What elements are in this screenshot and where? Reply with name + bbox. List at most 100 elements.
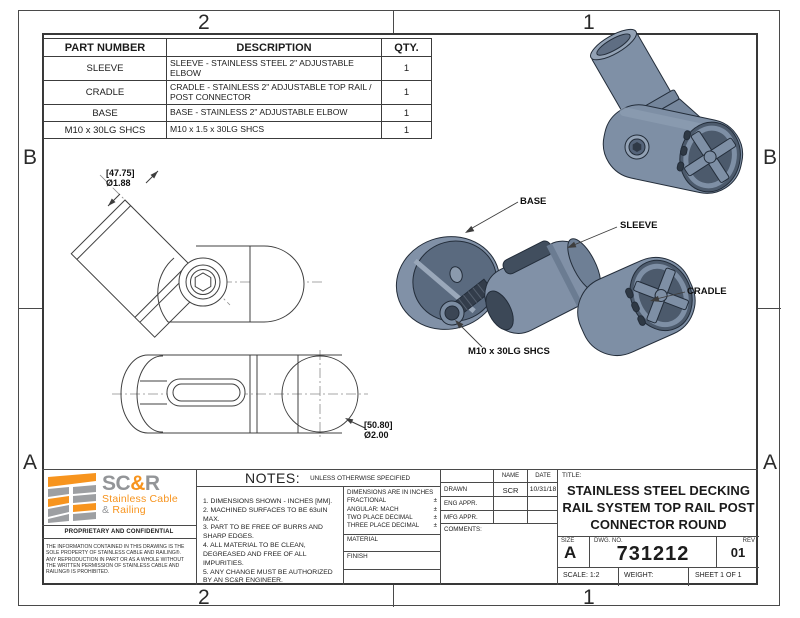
tolerance-row: ANGULAR: MACH ± xyxy=(344,506,441,514)
logo-subtitle-amp: & xyxy=(102,504,110,517)
assembled-view xyxy=(590,28,744,194)
tolerance-label: THREE PLACE DECIMAL xyxy=(347,522,420,530)
logo-text: SC&R Stainless Cable & Railing xyxy=(102,473,178,516)
description-cell: SLEEVE - STAINLESS STEEL 2" ADJUSTABLE E… xyxy=(166,56,382,81)
zone-left-top: B xyxy=(23,146,38,169)
tolerance-pm: ± xyxy=(433,522,437,530)
approvals-cell: NAME DATE DRAWN SCR 10/31/18 ENG APPR. M… xyxy=(440,470,558,585)
dwg-no-label: DWG. NO. xyxy=(594,538,623,544)
appr-header-blank xyxy=(441,470,493,483)
qty-cell: 1 xyxy=(381,104,432,122)
comments-field: COMMENTS: xyxy=(444,526,482,533)
name-column-header: NAME xyxy=(493,470,527,483)
zone-divider-top xyxy=(393,10,394,33)
dwg-no-field: DWG. NO. 731212 xyxy=(589,537,716,567)
tolerance-title: DIMENSIONS ARE IN INCHES xyxy=(344,487,441,497)
notes-header: NOTES: UNLESS OTHERWISE SPECIFIED xyxy=(197,470,441,487)
bottom-view xyxy=(112,350,368,438)
notes-list: 1. DIMENSIONS SHOWN - INCHES [MM]. 2. MA… xyxy=(203,498,341,586)
zone-divider-right xyxy=(758,308,781,309)
titleblock-top-rule xyxy=(42,469,758,470)
dimension-mm-value: [50.80] xyxy=(364,420,393,430)
part-number-cell: CRADLE xyxy=(43,80,167,105)
logo-ampersand: & xyxy=(130,472,145,495)
zone-right-bottom: A xyxy=(763,451,778,474)
title-line-3: CONNECTOR ROUND xyxy=(590,516,727,532)
rev-value: 01 xyxy=(730,545,746,560)
qty-cell: 1 xyxy=(381,80,432,105)
col-header-qty: QTY. xyxy=(381,38,432,57)
zone-top-left: 2 xyxy=(198,11,210,34)
logo-cell: SC&R Stainless Cable & Railing PROPRIETA… xyxy=(42,470,196,585)
drawing-title: STAINLESS STEEL DECKING RAIL SYSTEM TOP … xyxy=(558,483,759,534)
title-line-2: RAIL SYSTEM TOP RAIL POST xyxy=(562,499,755,515)
tolerance-block: DIMENSIONS ARE IN INCHES FRACTIONAL± ANG… xyxy=(343,487,441,585)
legal-text: THE INFORMATION CONTAINED IN THIS DRAWIN… xyxy=(46,544,185,575)
notes-label: NOTES: xyxy=(245,470,301,486)
rev-field: REV 01 xyxy=(716,537,759,567)
col-header-part-number: PART NUMBER xyxy=(43,38,167,57)
qty-cell: 1 xyxy=(381,121,432,139)
dimension-tube: [47.75] Ø1.88 xyxy=(106,168,135,189)
zone-divider-left xyxy=(18,308,42,309)
drawn-date: 10/31/18 xyxy=(527,483,558,497)
part-number-cell: SLEEVE xyxy=(43,56,167,81)
table-row: CRADLE CRADLE - STAINLESS 2" ADJUSTABLE … xyxy=(43,80,432,105)
weight-field: WEIGHT: xyxy=(618,568,688,586)
description-cell: BASE - STAINLESS 2" ADJUSTABLE ELBOW xyxy=(166,104,382,122)
logo-sc-letters: SC xyxy=(102,472,131,495)
tolerance-empty-row xyxy=(344,568,441,582)
callout-cradle: CRADLE xyxy=(687,286,727,297)
tolerance-pm: ± xyxy=(433,514,437,522)
tolerance-pm: ± xyxy=(433,497,437,505)
eng-appr-date xyxy=(527,497,558,511)
tolerance-label: ANGULAR: MACH xyxy=(347,505,399,513)
tolerance-label: TWO PLACE DECIMAL xyxy=(347,514,413,522)
notes-cell: NOTES: UNLESS OTHERWISE SPECIFIED 1. DIM… xyxy=(196,470,441,586)
eng-appr-label: ENG APPR. xyxy=(441,497,493,511)
table-row: M10 x 30LG SHCS M10 x 1.5 x 30LG SHCS 1 xyxy=(43,121,432,139)
company-logo: SC&R Stainless Cable & Railing xyxy=(46,473,178,523)
notes-qualifier: UNLESS OTHERWISE SPECIFIED xyxy=(310,474,411,482)
note-line: 4. ALL MATERIAL TO BE CLEAN, DEGREASED A… xyxy=(203,542,307,567)
title-cell: TITLE: STAINLESS STEEL DECKING RAIL SYST… xyxy=(557,470,759,586)
tolerance-row: FRACTIONAL± xyxy=(344,497,441,505)
logo-scr-wordmark: SC&R xyxy=(102,473,178,494)
scale-weight-sheet-row: SCALE: 1:2 WEIGHT: SHEET 1 OF 1 xyxy=(558,567,759,586)
note-line: 3. PART TO BE FREE OF BURRS AND SHARP ED… xyxy=(203,524,323,541)
col-header-description: DESCRIPTION xyxy=(166,38,382,57)
rev-label: REV xyxy=(742,538,755,544)
tolerance-row: TWO PLACE DECIMAL ± xyxy=(344,514,441,522)
size-field: SIZE A xyxy=(558,537,589,567)
dimension-in-value: Ø2.00 xyxy=(364,430,389,441)
size-label: SIZE xyxy=(561,538,575,544)
description-cell: M10 x 1.5 x 30LG SHCS xyxy=(166,121,382,139)
zone-left-bottom: A xyxy=(23,451,38,474)
callout-base: BASE xyxy=(520,196,547,207)
side-view xyxy=(70,170,325,338)
callout-sleeve: SLEEVE xyxy=(620,220,658,231)
dimension-in-value: Ø1.88 xyxy=(106,178,131,189)
tolerance-row: THREE PLACE DECIMAL ± xyxy=(344,522,441,530)
dwg-no-value: 731212 xyxy=(616,543,690,565)
mfg-appr-name xyxy=(493,511,527,524)
title-label: TITLE: xyxy=(562,472,582,479)
mfg-appr-date xyxy=(527,511,558,524)
size-value: A xyxy=(564,543,577,562)
material-field: MATERIAL xyxy=(344,533,441,551)
mfg-appr-label: MFG APPR. xyxy=(441,511,493,524)
logo-subtitle-railing: Railing xyxy=(109,504,146,517)
sheet-field: SHEET 1 OF 1 xyxy=(688,568,759,586)
dimension-mm-value: [47.75] xyxy=(106,168,135,178)
tolerance-pm: ± xyxy=(433,505,437,513)
table-row: SLEEVE SLEEVE - STAINLESS STEEL 2" ADJUS… xyxy=(43,56,432,81)
scale-field: SCALE: 1:2 xyxy=(563,572,600,579)
railing-logo-icon xyxy=(48,473,96,523)
part-number-cell: M10 x 30LG SHCS xyxy=(43,121,167,139)
zone-right-top: B xyxy=(763,146,778,169)
parts-table: PART NUMBER DESCRIPTION QTY. SLEEVE SLEE… xyxy=(43,38,432,139)
logo-r-letter: R xyxy=(144,472,160,495)
drawn-label: DRAWN xyxy=(441,483,493,497)
